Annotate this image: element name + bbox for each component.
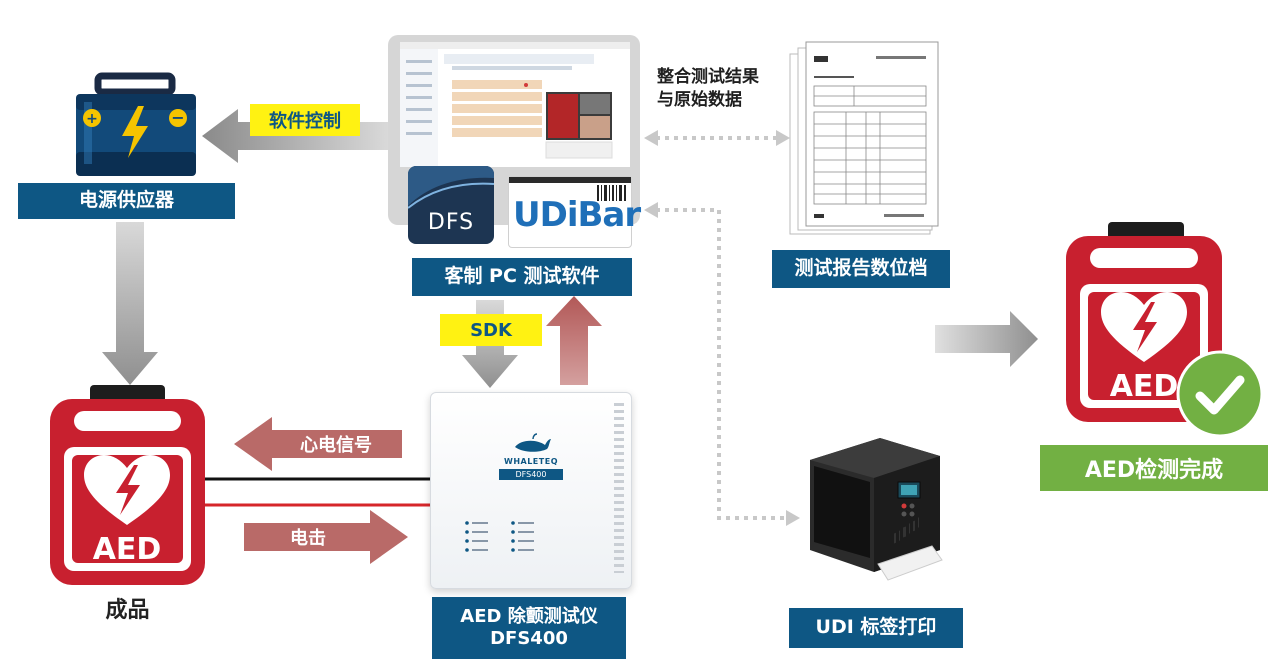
whale-logo-icon — [515, 433, 551, 452]
integrate-note-line1: 整合测试结果 — [657, 67, 759, 87]
arrow-to-complete — [935, 311, 1038, 367]
check-icon — [1176, 350, 1264, 438]
arrow-ecg-signal — [234, 417, 402, 471]
software-screenshot — [400, 42, 630, 167]
ecg-signal-label: 心电信号 — [300, 435, 372, 456]
arrow-shock — [244, 510, 408, 564]
dfs-swoosh-icon — [408, 166, 494, 209]
dfs-logo-text: DFS — [427, 210, 475, 235]
arrow-power-to-aed — [102, 222, 158, 385]
integrate-note-line2: 与原始数据 — [657, 89, 742, 110]
tester-port-leds — [465, 521, 534, 552]
udibar-logo-text: UDiBar — [513, 195, 641, 235]
barcode-icon — [597, 185, 626, 201]
dfs400-device: WHALETEQ DFS400 — [430, 392, 632, 589]
shock-label: 电击 — [290, 528, 326, 549]
battery-icon: + − — [76, 72, 196, 176]
tester-label: AED 除颤测试仪 DFS400 — [432, 597, 626, 659]
tester-label-line2: DFS400 — [490, 628, 568, 649]
tester-brand: WHALETEQ — [504, 457, 558, 466]
arrow-result-up — [546, 296, 602, 385]
aed-complete-icon: AED — [1066, 222, 1222, 422]
software-control-label: 软件控制 — [250, 104, 360, 136]
tester-label-line1: AED 除颤测试仪 — [460, 605, 598, 627]
vent-grille — [614, 403, 624, 573]
tester-model-badge: DFS400 — [499, 469, 563, 480]
product-label: 成品 — [105, 598, 150, 623]
svg-text:+: + — [86, 111, 98, 127]
dotted-printer-link — [656, 208, 790, 520]
aed-device-icon: AED — [50, 385, 205, 585]
aed-text-left: AED — [93, 532, 162, 567]
udi-print-label: UDI 标签打印 — [789, 608, 963, 648]
power-supply-label: 电源供应器 — [18, 183, 235, 219]
report-document-icon — [789, 41, 939, 235]
dfs-logo: DFS — [408, 166, 494, 244]
sdk-label: SDK — [440, 314, 542, 346]
report-label: 测试报告数位档 — [772, 250, 950, 288]
svg-text:−: − — [171, 108, 184, 127]
integrate-note: 整合测试结果 与原始数据 — [657, 66, 787, 112]
pc-software-label: 客制 PC 测试软件 — [412, 258, 632, 296]
udibar-logo: UDiBar — [508, 176, 641, 248]
complete-label: AED检测完成 — [1040, 445, 1268, 491]
aed-text-right: AED — [1110, 369, 1179, 404]
label-printer-icon — [810, 438, 943, 581]
